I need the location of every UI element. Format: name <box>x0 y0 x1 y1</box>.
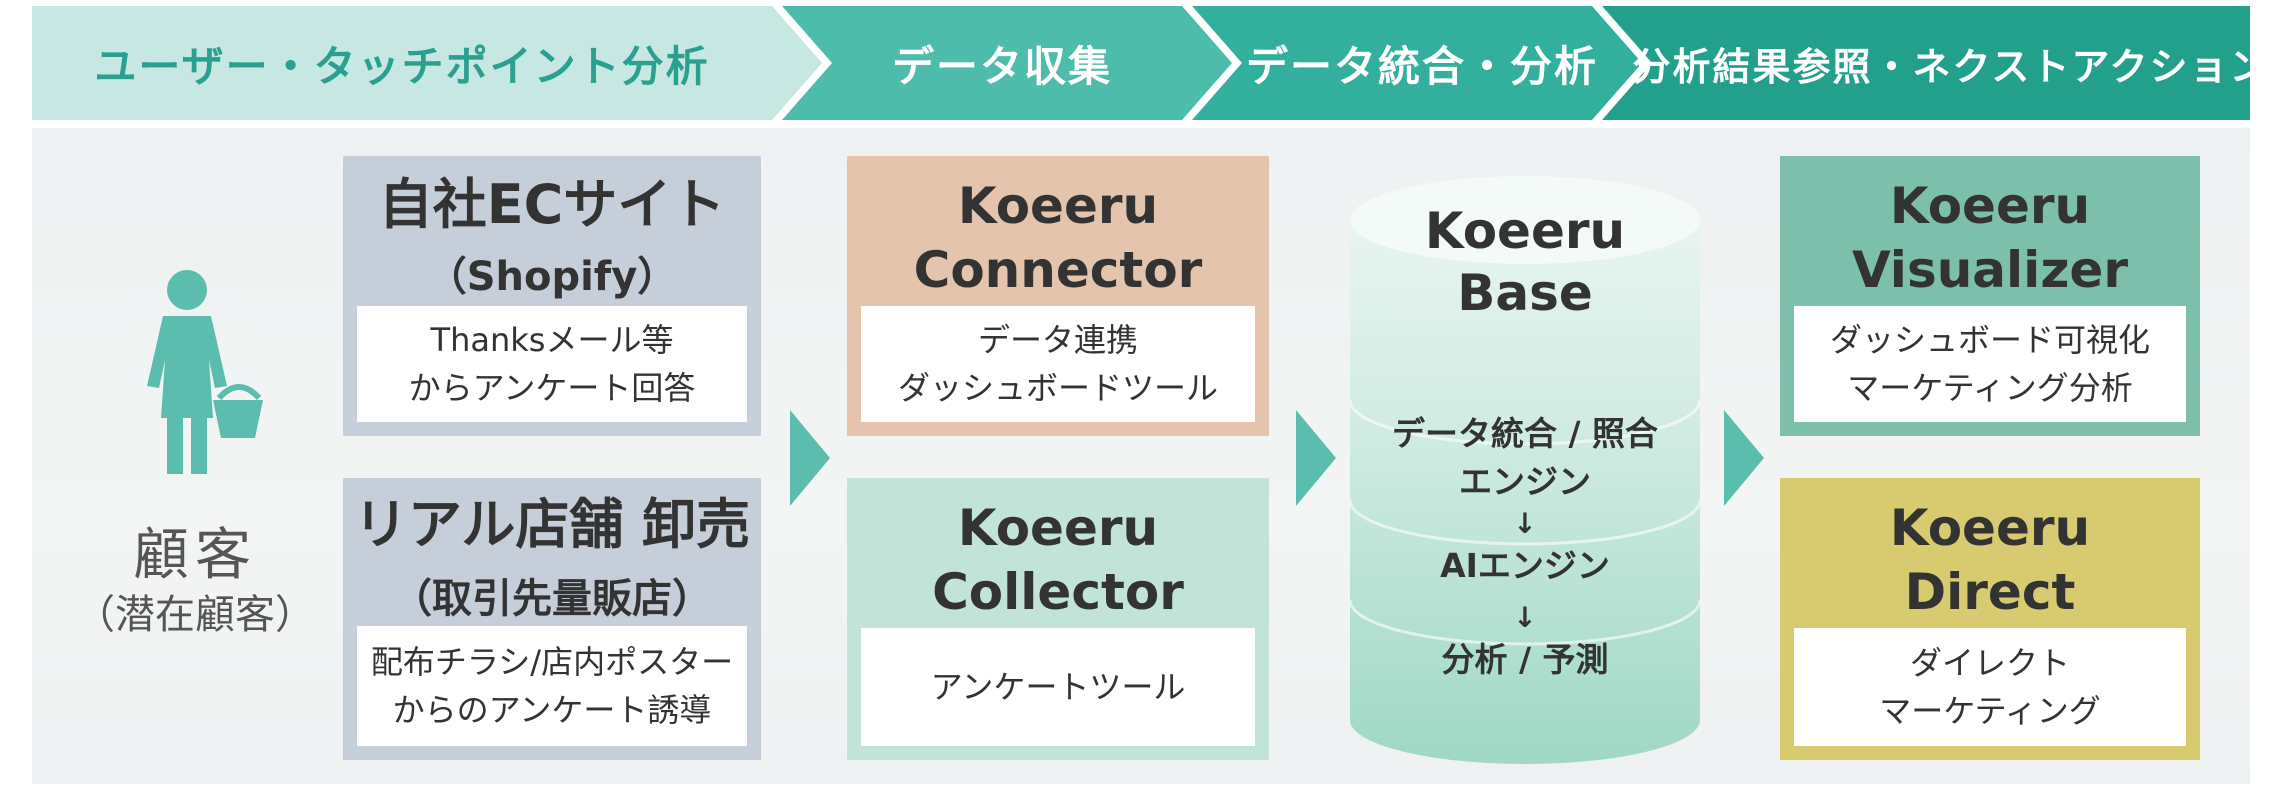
touchpoint-store-line1: 配布チラシ/店内ポスター <box>370 643 734 681</box>
koeeru-base-title: Koeeru Base <box>1350 200 1700 324</box>
koeeru-visualizer-card: Koeeru Visualizer ダッシュボード可視化 マーケティング分析 <box>1780 156 2200 436</box>
koeeru-visualizer-title: Koeeru Visualizer <box>1780 174 2200 302</box>
koeeru-direct-description: ダイレクト マーケティング <box>1794 628 2186 746</box>
koeeru-base-cylinder: Koeeru Base データ統合 / 照合 エンジン ↓ AIエンジン ↓ 分… <box>1350 170 1700 770</box>
touchpoint-store-title: リアル店舗 卸売 <box>353 493 751 556</box>
flow-chevron-1 <box>790 410 830 506</box>
touchpoint-ec-line1: Thanksメール等 <box>430 321 674 359</box>
header-step-touchpoint: ユーザー・タッチポイント分析 <box>94 41 710 91</box>
koeeru-base-name1: Koeeru <box>1424 202 1626 260</box>
touchpoint-store-line2: からのアンケート誘導 <box>392 691 712 729</box>
koeeru-direct-name1: Koeeru <box>1889 499 2091 557</box>
koeeru-direct-name2: Direct <box>1904 563 2076 621</box>
koeeru-connector-description: データ連携 ダッシュボードツール <box>861 306 1255 422</box>
koeeru-connector-name2: Connector <box>913 241 1203 299</box>
header-step1-shape <box>32 6 822 120</box>
koeeru-visualizer-line1: ダッシュボード可視化 <box>1829 321 2150 359</box>
header-step-integration: データ統合・分析 <box>1245 41 1598 91</box>
koeeru-base-line4: 分析 / 予測 <box>1441 640 1609 679</box>
koeeru-base-name2: Base <box>1457 264 1593 322</box>
touchpoint-ec-description: Thanksメール等 からアンケート回答 <box>357 306 747 422</box>
koeeru-connector-title: Koeeru Connector <box>847 174 1269 302</box>
customer-shopping-icon <box>147 270 263 474</box>
koeeru-collector-description: アンケートツール <box>861 628 1255 746</box>
process-header: ユーザー・タッチポイント分析 データ収集 データ統合・分析 分析結果参照・ネクス… <box>32 6 2270 120</box>
header-step-action: 分析結果参照・ネクストアクション <box>1632 44 2270 89</box>
koeeru-base-integration: データ統合 / 照合 エンジン <box>1350 410 1700 506</box>
koeeru-visualizer-description: ダッシュボード可視化 マーケティング分析 <box>1794 306 2186 422</box>
koeeru-direct-card: Koeeru Direct ダイレクト マーケティング <box>1780 478 2200 760</box>
koeeru-connector-name1: Koeeru <box>957 177 1159 235</box>
touchpoint-store-description: 配布チラシ/店内ポスター からのアンケート誘導 <box>357 626 747 746</box>
koeeru-visualizer-name2: Visualizer <box>1851 241 2128 299</box>
koeeru-base-arrow-2: ↓ <box>1513 601 1537 634</box>
header-arrows <box>32 6 2250 120</box>
cylinder-shape <box>1350 176 1700 764</box>
touchpoint-ec-line2: からアンケート回答 <box>408 369 696 407</box>
customer-sublabel: （潜在顧客） <box>75 592 315 638</box>
koeeru-base-line2: エンジン <box>1459 462 1591 501</box>
koeeru-base-arrow-1: ↓ <box>1513 507 1537 540</box>
koeeru-direct-line2: マーケティング <box>1879 692 2101 730</box>
koeeru-visualizer-line2: マーケティング分析 <box>1847 369 2133 407</box>
header-step-collection: データ収集 <box>891 41 1112 91</box>
koeeru-visualizer-name1: Koeeru <box>1889 177 2091 235</box>
touchpoint-store-subtitle: （取引先量販店） <box>392 576 712 622</box>
touchpoint-store-card: リアル店舗 卸売 （取引先量販店） 配布チラシ/店内ポスター からのアンケート誘… <box>343 478 761 760</box>
koeeru-collector-card: Koeeru Collector アンケートツール <box>847 478 1269 760</box>
koeeru-collector-name1: Koeeru <box>957 499 1159 557</box>
customer-label: 顧客 <box>133 523 257 588</box>
flow-chevron-3 <box>1724 410 1764 506</box>
koeeru-base-line1: データ統合 / 照合 <box>1391 414 1659 453</box>
koeeru-collector-line1: アンケートツール <box>930 668 1186 706</box>
touchpoint-ec-title: 自社ECサイト <box>378 173 726 236</box>
koeeru-collector-title: Koeeru Collector <box>847 496 1269 624</box>
koeeru-direct-line1: ダイレクト <box>1909 644 2070 682</box>
koeeru-base-line3: AIエンジン <box>1440 546 1610 585</box>
header-step2-shape <box>782 6 1232 120</box>
touchpoint-ec-card: 自社ECサイト （Shopify） Thanksメール等 からアンケート回答 <box>343 156 761 436</box>
koeeru-connector-card: Koeeru Connector データ連携 ダッシュボードツール <box>847 156 1269 436</box>
header-step4-shape <box>1602 6 2250 120</box>
touchpoint-ec-subtitle: （Shopify） <box>426 254 678 300</box>
header-step3-shape <box>1192 6 1642 120</box>
flow-chevron-2 <box>1296 410 1336 506</box>
koeeru-collector-name2: Collector <box>932 563 1184 621</box>
koeeru-direct-title: Koeeru Direct <box>1780 496 2200 624</box>
koeeru-connector-line2: ダッシュボードツール <box>897 369 1218 407</box>
koeeru-connector-line1: データ連携 <box>977 321 1138 359</box>
